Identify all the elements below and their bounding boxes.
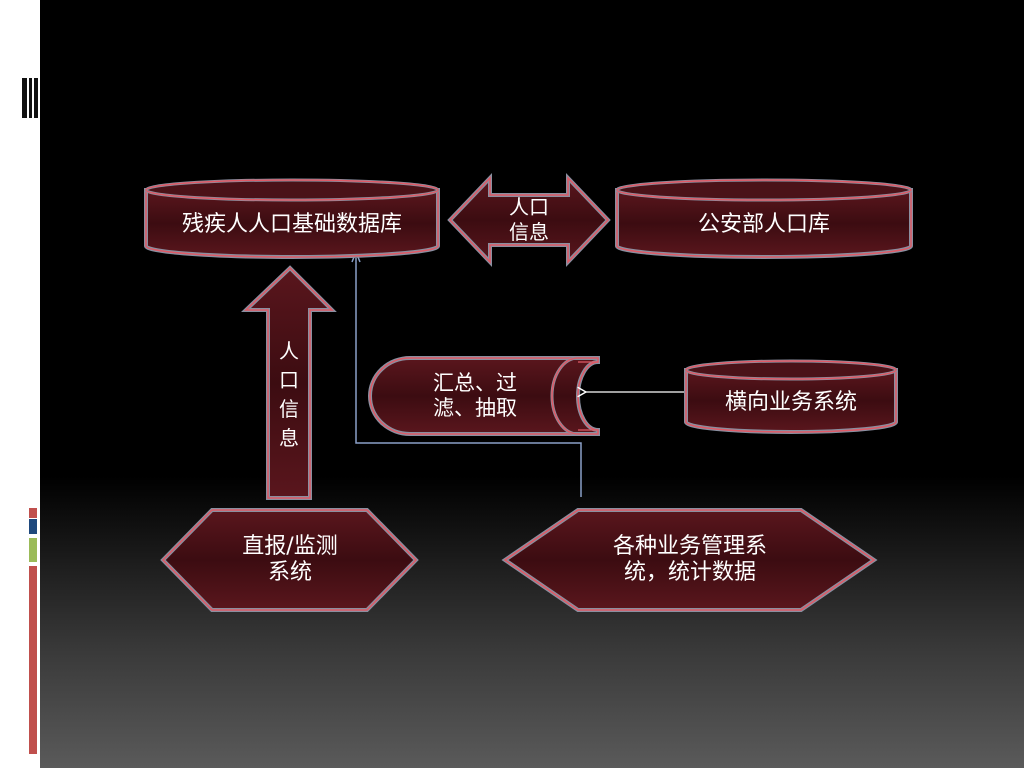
- decor-bar-red-1: [29, 508, 37, 518]
- decor-bar-top-3: [34, 78, 38, 118]
- decor-bar-blue: [29, 519, 37, 534]
- business-mgmt-label: 各种业务管理系 统，统计数据: [612, 533, 767, 585]
- up-arrow-label: 人 口 信 息: [279, 339, 299, 450]
- direct-report-shape: [160, 508, 419, 612]
- process-shape: [368, 356, 600, 436]
- up-arrow-shape: [241, 265, 337, 500]
- business-mgmt-shape: [501, 508, 878, 612]
- db-main-label: 残疾人人口基础数据库: [181, 211, 402, 237]
- horizontal-sys-label: 横向业务系统: [724, 389, 857, 415]
- exchange-double-arrow: [447, 173, 611, 267]
- direct-report-label: 直报/监测 系统: [242, 533, 338, 585]
- connector-line: [355, 258, 582, 497]
- process-label: 汇总、过 滤、抽取: [433, 370, 517, 420]
- db-police-label: 公安部人口库: [697, 211, 830, 237]
- decor-bar-green: [29, 538, 37, 562]
- decor-bar-red-2: [29, 566, 37, 754]
- decor-bar-top-1: [22, 78, 27, 118]
- db-police-shape: [615, 178, 913, 259]
- db-main-shape: [144, 178, 440, 259]
- decor-bar-top-2: [29, 78, 32, 118]
- horizontal-sys-shape: [684, 359, 898, 434]
- exchange-arrow-label: 人口 信息: [509, 195, 549, 244]
